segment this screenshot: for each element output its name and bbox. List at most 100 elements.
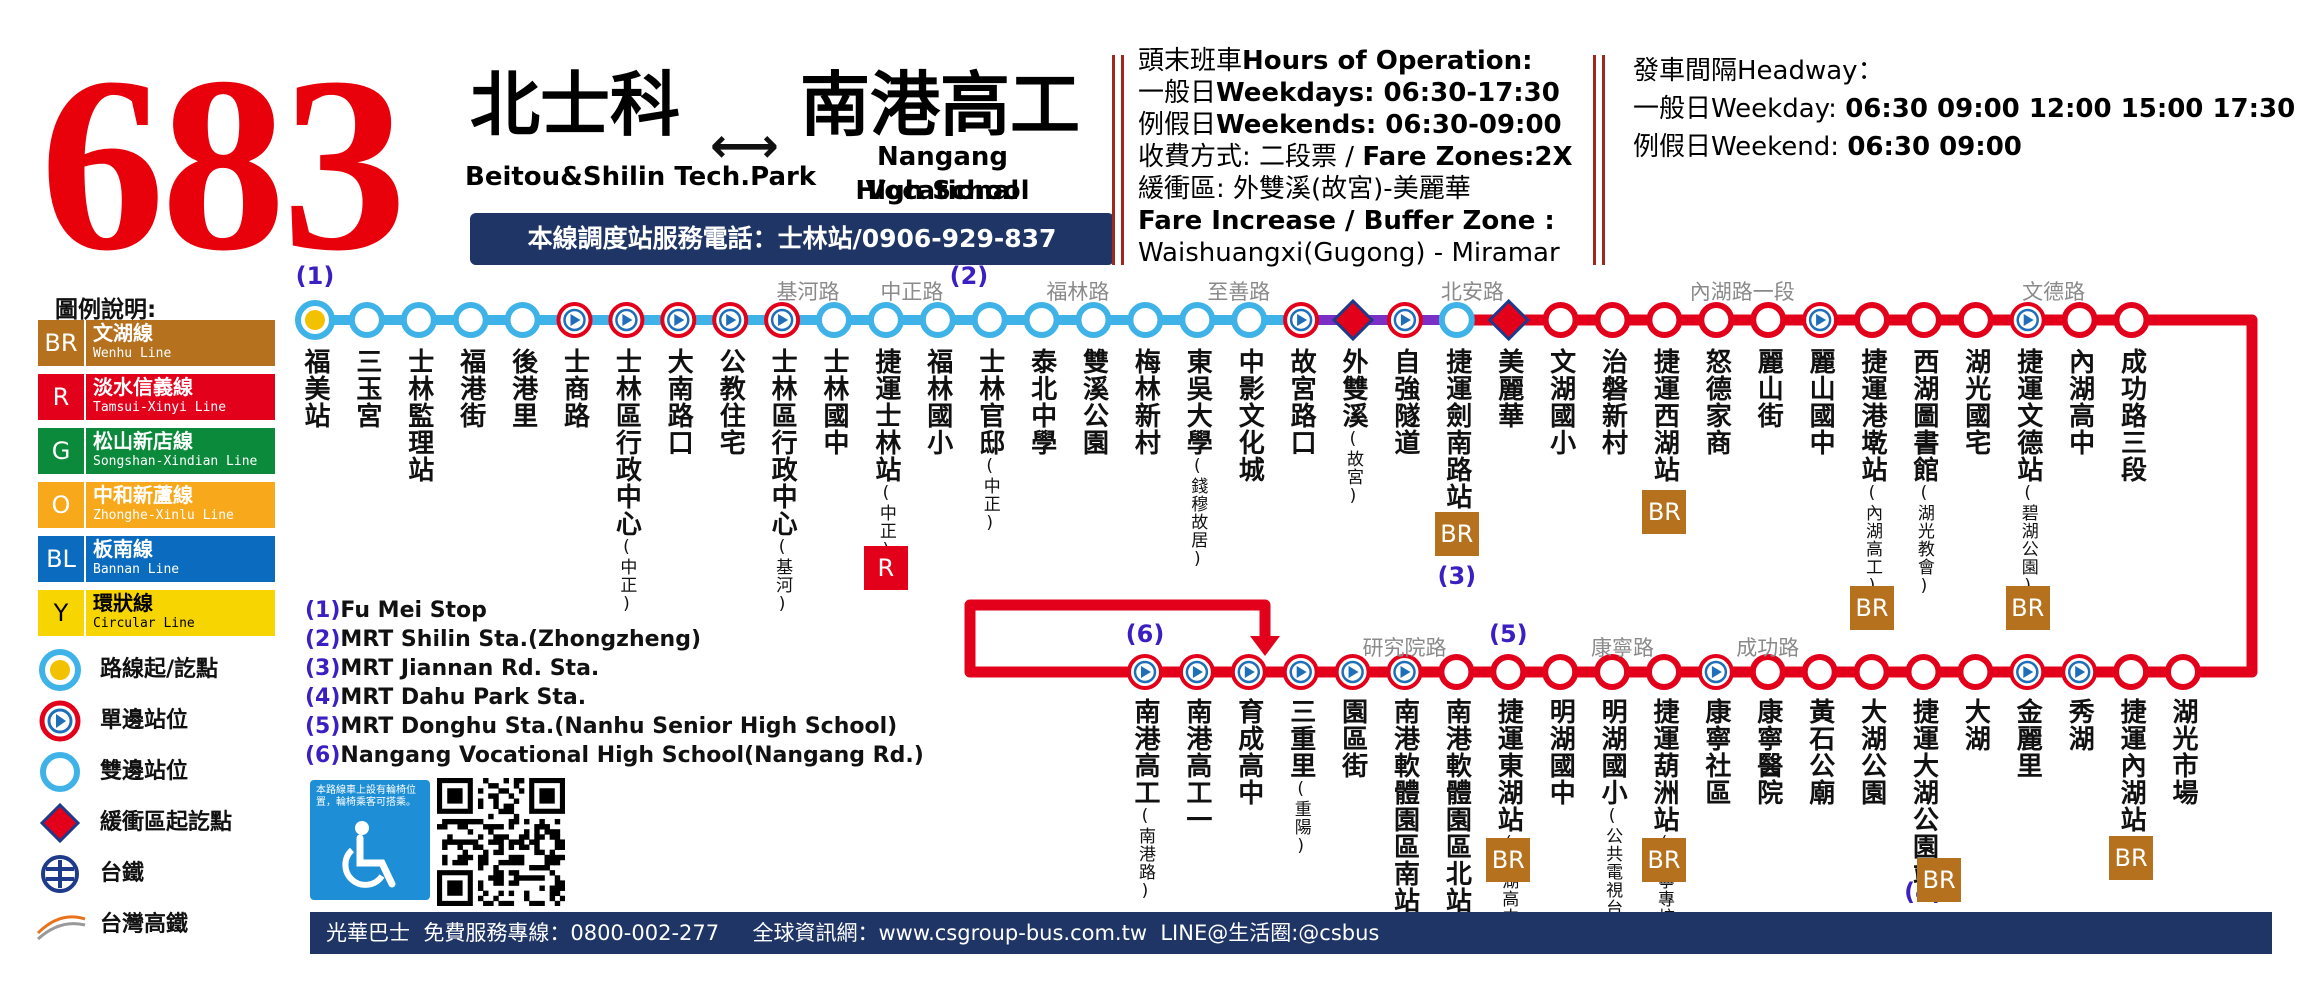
top-stop-marker-16 [1127, 302, 1164, 338]
divider-line [1121, 55, 1124, 265]
top-stop-label-11: 捷運士林站(中正) [871, 348, 901, 561]
top-stop-marker-26 [1646, 302, 1683, 338]
qr-module [518, 834, 525, 840]
key-stop-item: (2)MRT Shilin Sta.(Zhongzheng) [305, 625, 924, 654]
qr-module [503, 803, 509, 810]
qr-module [554, 885, 561, 891]
top-stop-label-30: 捷運港墘站(內湖高工) [1857, 348, 1887, 597]
qr-module [549, 859, 556, 866]
key-stop-text: Fu Mei Stop [340, 598, 487, 623]
top-stop-marker-15 [1075, 302, 1112, 338]
bottom-stop-marker-3 [2009, 654, 2046, 690]
qr-code[interactable] [437, 778, 565, 906]
stop-name: 文湖國小 [1545, 348, 1576, 456]
top-stop-marker-2 [400, 302, 437, 338]
qr-module [498, 839, 504, 845]
key-stop-number: (3) [305, 656, 341, 681]
qr-module [549, 870, 556, 876]
qr-module [498, 880, 504, 886]
stop-name: 泰北中學 [1026, 348, 1057, 456]
qr-module [539, 818, 545, 825]
qr-module [549, 829, 556, 835]
qr-module [524, 895, 530, 902]
buffer-point-icon [39, 802, 81, 844]
stop-name: 大湖 [1960, 698, 1991, 752]
legend-line-name-zh: 環狀線 [93, 591, 153, 615]
qr-module [462, 839, 469, 845]
qr-module [462, 854, 469, 861]
qr-module [513, 859, 520, 866]
stop-name: 捷運內湖站 [2116, 698, 2147, 833]
top-stop-marker-4 [504, 302, 541, 338]
top-stop-label-27: 怒德家商 [1701, 348, 1731, 456]
qr-module [518, 778, 525, 784]
stop-name: 成功路三段 [2116, 348, 2147, 483]
bottom-stop-label-8: 康寧醫院 [1753, 698, 1783, 806]
qr-module [549, 849, 556, 856]
weekend-hours: Weekends: 06:30-09:00 [1216, 110, 1562, 140]
top-stop-marker-25 [1594, 302, 1631, 338]
stop-name: 怒德家商 [1701, 348, 1732, 456]
qr-module [442, 818, 448, 825]
qr-module [534, 839, 540, 845]
legend-line-code: BL [38, 536, 86, 582]
road-label-top-0: 基河路 [776, 280, 840, 304]
key-stop-number: (1) [305, 598, 341, 623]
qr-module [437, 824, 443, 830]
qr-module [539, 900, 545, 906]
accessibility-notice: 本路線車上設有輪椅位置，輪椅乘客可搭乘。 [316, 785, 416, 808]
bottom-stop-marker-16 [1334, 654, 1371, 690]
bottom-stop-label-7: 黃石公廟 [1805, 698, 1835, 806]
qr-module [447, 834, 453, 840]
top-stop-label-31: 西湖圖書館(湖光教會) [1909, 348, 1939, 597]
top-stop-label-24: 文湖國小 [1546, 348, 1576, 456]
accessibility-sign: 本路線車上設有輪椅位置，輪椅乘客可搭乘。 [310, 780, 430, 900]
road-label-bottom-1: 康寧路 [1590, 636, 1654, 660]
qr-module [493, 824, 499, 830]
qr-module [488, 813, 494, 820]
stop-number-tag-top-0: (1) [295, 262, 335, 290]
stop-name: 中影文化城 [1234, 348, 1265, 483]
wheelchair-icon [342, 821, 396, 888]
stop-note: (南港路) [1135, 806, 1155, 902]
qr-module [524, 890, 530, 897]
stop-name: 美麗華 [1493, 348, 1524, 429]
legend-symbol-label: 台鐵 [100, 861, 145, 886]
key-stop-item: (5)MRT Donghu Sta.(Nanhu Senior High Sch… [305, 712, 924, 741]
bottom-stop-marker-11 [1594, 654, 1631, 690]
qr-module [549, 834, 556, 840]
qr-module [513, 839, 520, 845]
qr-module [483, 900, 489, 906]
qr-module [493, 849, 499, 856]
stop-name: 福港街 [455, 348, 486, 429]
mrt-badge-bottom-1: BR [1917, 858, 1962, 902]
origin-title-zh: 北士科 [470, 64, 680, 146]
hours-panel: 頭末班車Hours of Operation: 一般日Weekdays: 06:… [1138, 45, 1573, 269]
top-stop-label-9: 士林區行政中心(基河) [767, 348, 797, 615]
road-label-top-4: 北安路 [1440, 280, 1504, 304]
qr-module [518, 844, 525, 850]
stop-name: 麗山街 [1753, 348, 1784, 429]
qr-module [508, 870, 515, 876]
top-stop-marker-1 [348, 302, 385, 338]
qr-module [503, 808, 509, 815]
qr-module [472, 839, 479, 845]
qr-module [498, 875, 504, 881]
stop-name: 大南路口 [663, 348, 694, 456]
key-stop-number: (6) [305, 743, 341, 768]
qr-module [498, 870, 504, 876]
top-stop-marker-24 [1542, 302, 1579, 338]
qr-module [457, 824, 463, 830]
legend-line-name-en: Bannan Line [93, 562, 180, 577]
qr-module [498, 834, 504, 840]
origin-title-en: Beitou&Shilin Tech.Park [465, 162, 817, 192]
fare-en: Fare Zones:2X [1362, 142, 1573, 172]
stop-number-tag-bottom-0: (5) [1488, 620, 1528, 648]
key-stop-item: (3)MRT Jiannan Rd. Sta. [305, 654, 924, 683]
bottom-stop-label-14: 南港軟體園區北站 [1441, 698, 1471, 914]
stop-note: (錢穆故居) [1187, 456, 1208, 570]
top-stop-marker-7 [660, 302, 697, 338]
qr-module [508, 824, 515, 830]
qr-module [488, 875, 494, 881]
stop-name: 福美站 [300, 348, 330, 429]
